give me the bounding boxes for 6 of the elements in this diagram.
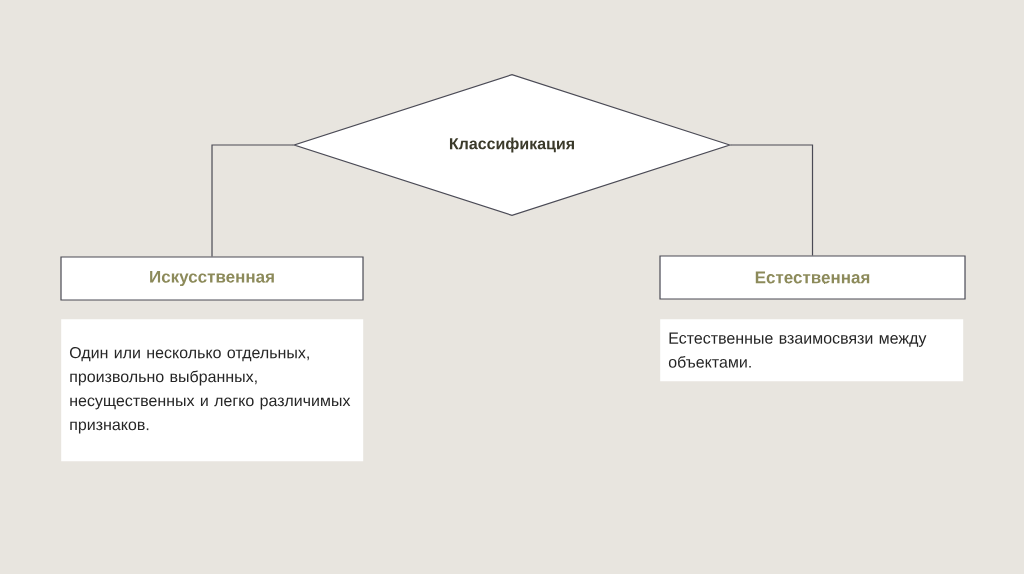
category-box: Искусственная <box>60 256 364 301</box>
description-box: Один или несколько отдельных, произвольно выбранных, несущественных и легко различимых признаков. <box>61 319 364 462</box>
connector-line <box>211 144 294 257</box>
category-box: Естественная <box>659 255 966 300</box>
description-box: Естественные взаимосвязи между объектами. <box>660 319 964 382</box>
connector-line <box>730 144 814 256</box>
